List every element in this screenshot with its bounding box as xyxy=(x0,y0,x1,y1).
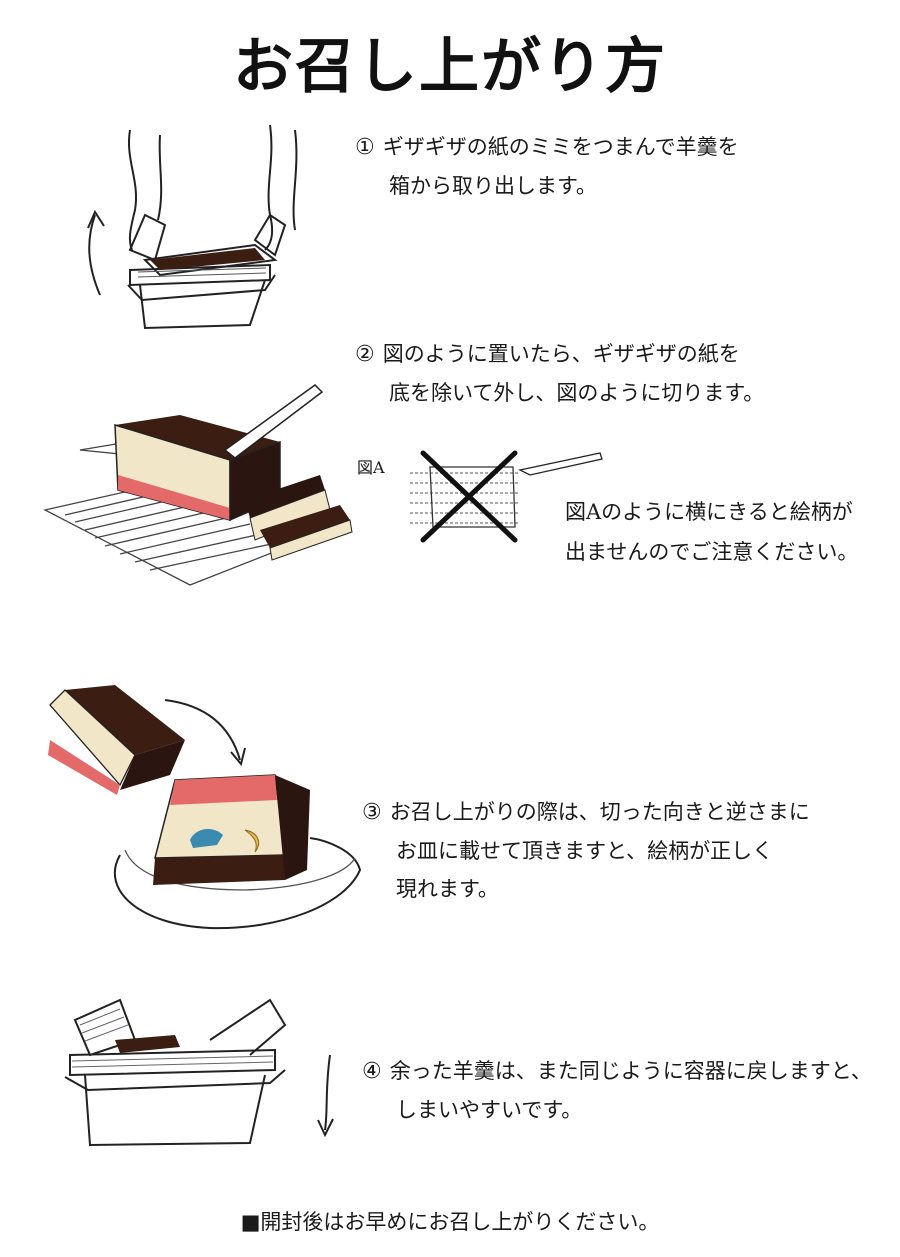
step-2: ② 図のように置いたら、ギザギザの紙を 底を除いて外し、図のように切ります。 xyxy=(355,335,764,412)
note-text: 出ませんのでご注意ください。 xyxy=(565,540,859,564)
step-3: ③ お召し上がりの際は、切った向きと逆さまに お皿に載せて頂きますと、絵柄が正しく… xyxy=(362,793,810,908)
step-text: 箱から取り出します。 xyxy=(389,174,597,198)
illustration-wrong-cut xyxy=(410,450,603,543)
illustration-return-to-box xyxy=(64,998,334,1147)
step-text: お召し上がりの際は、切った向きと逆さまに xyxy=(389,800,810,824)
step-4: ④ 余った羊羹は、また同じように容器に戻しますと、 しまいやすいです。 xyxy=(362,1052,872,1129)
step-text: 余った羊羹は、また同じように容器に戻しますと、 xyxy=(389,1059,872,1083)
step-1: ① ギザギザの紙のミミをつまんで羊羹を 箱から取り出します。 xyxy=(355,128,739,205)
illustration-plate-serving xyxy=(48,685,362,930)
step-text: お皿に載せて頂きますと、絵柄が正しく xyxy=(396,839,774,863)
footer-notice: ■開封後はお早めにお召し上がりください。 xyxy=(240,1210,660,1234)
illustration-slicing xyxy=(43,384,353,586)
step-text: しまいやすいです。 xyxy=(396,1098,583,1122)
page-title: お召し上がり方 xyxy=(233,32,667,102)
step-number: ④ xyxy=(362,1059,382,1084)
illustration-lift-from-box xyxy=(87,124,298,330)
step-text: ギザギザの紙のミミをつまんで羊羹を xyxy=(382,135,739,159)
step-text: 現れます。 xyxy=(396,877,499,901)
step-text: 図のように置いたら、ギザギザの紙を xyxy=(382,342,740,366)
figure-a-note: 図Aのように横にきると絵柄が 出ませんのでご注意ください。 xyxy=(565,492,858,572)
step-number: ② xyxy=(355,342,375,367)
step-text: 底を除いて外し、図のように切ります。 xyxy=(389,381,765,405)
note-text: 図Aのように横にきると絵柄が xyxy=(565,500,853,524)
step-number: ① xyxy=(355,135,375,160)
step-number: ③ xyxy=(362,800,382,825)
figure-a-label: 図A xyxy=(357,458,385,477)
